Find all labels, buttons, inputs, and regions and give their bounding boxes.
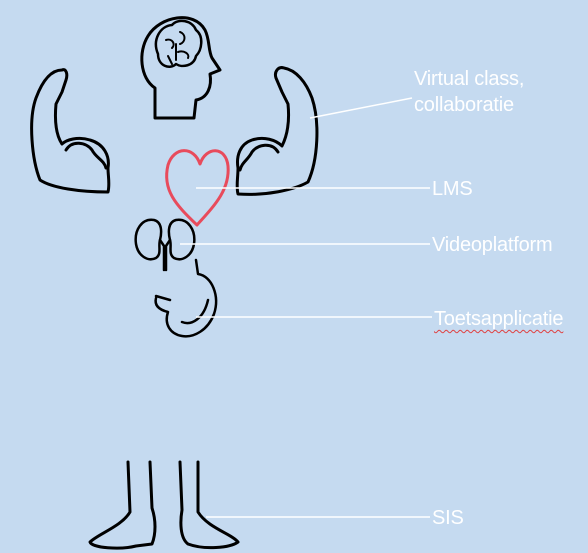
label-virtual-class-line2: collaboratie <box>414 92 524 118</box>
label-virtual-class: Virtual class, collaboratie <box>414 66 524 118</box>
head-brain-icon <box>142 18 220 118</box>
label-virtual-class-line1: Virtual class, <box>414 66 524 92</box>
label-toetsapplicatie: Toetsapplicatie <box>434 306 563 332</box>
label-lms: LMS <box>432 176 473 202</box>
connector-virtual-class <box>310 98 412 118</box>
label-sis: SIS <box>432 505 464 531</box>
legs-feet-icon <box>90 462 238 548</box>
kidneys-icon <box>136 220 195 270</box>
connector-lines <box>180 98 432 517</box>
label-videoplatform: Videoplatform <box>432 232 552 258</box>
stomach-icon <box>156 260 216 336</box>
left-flexed-arm-icon <box>32 70 109 192</box>
right-flexed-arm-icon <box>237 68 317 195</box>
